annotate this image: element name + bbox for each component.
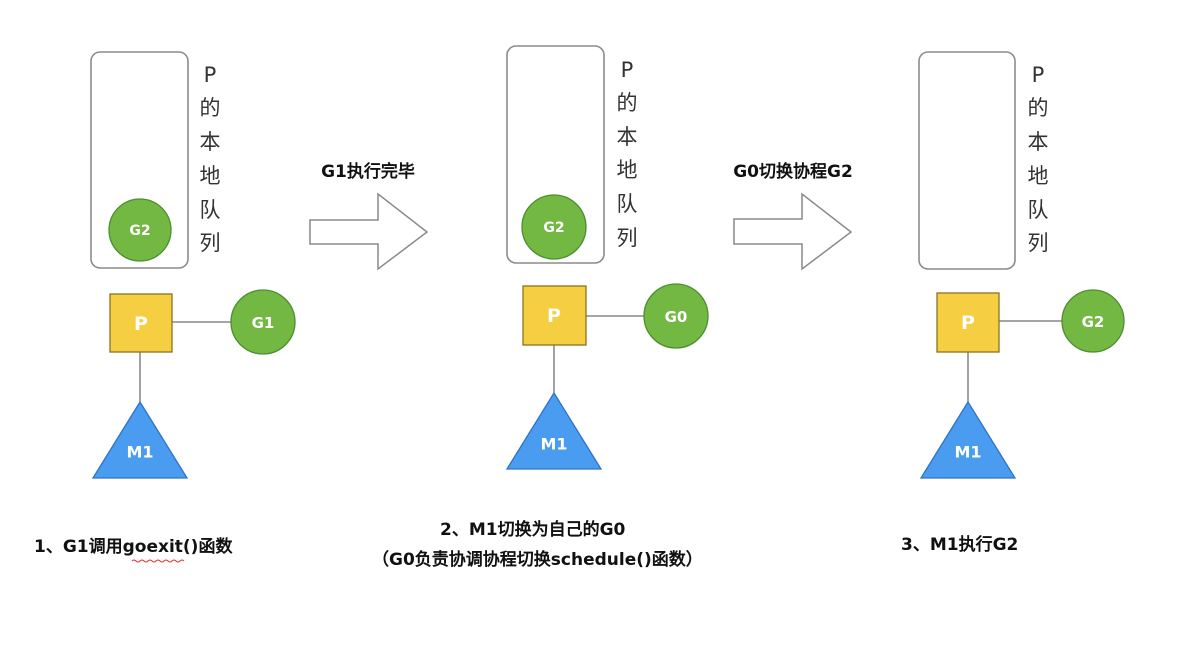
queue-label-char: P [621, 58, 634, 82]
queue-label-char: 地 [1028, 164, 1049, 188]
queue-label-char: 的 [617, 91, 638, 115]
queue-label-char: 列 [617, 226, 638, 250]
step-caption: 1、G1调用goexit()函数 [34, 536, 233, 557]
right-arrow-icon [733, 192, 853, 271]
running-goroutine-circle [230, 289, 296, 355]
local-queue-label: P 的 本 地 队 列 [200, 63, 221, 255]
machine-triangle [91, 400, 189, 479]
queue-label-char: 的 [1028, 96, 1049, 120]
processor-label: P [961, 312, 975, 334]
panel-3: P 的 本 地 队 列 P G2 M1 3、M1执行G2 [901, 51, 1125, 555]
running-goroutine-label: G1 [252, 314, 275, 332]
running-goroutine-circle [643, 283, 709, 349]
panel-2: P 的 本 地 队 列 G2 P G0 M1 2、M1切换为自己的G0 （G0负… [372, 45, 709, 570]
machine-triangle [505, 391, 603, 470]
transition-arrow-2: G0切换协程G2 [733, 161, 853, 271]
queue-label-char: 列 [200, 231, 221, 255]
queue-label-char: 队 [617, 192, 638, 216]
machine-label: M1 [540, 435, 567, 454]
queue-label-char: 本 [1028, 130, 1049, 154]
panel-1: P 的 本 地 队 列 G2 P G1 M1 1、G1调用goexit()函数 [34, 51, 296, 563]
queued-goroutine-label: G2 [543, 220, 564, 236]
machine-triangle [919, 400, 1017, 479]
machine-label: M1 [954, 443, 981, 462]
queue-label-char: 队 [200, 198, 221, 222]
queue-label-char: 本 [200, 130, 221, 154]
processor-label: P [134, 313, 148, 335]
processor-label: P [547, 305, 561, 327]
queue-label-char: 列 [1028, 231, 1049, 255]
queue-label-char: 的 [200, 96, 221, 120]
running-goroutine-circle [1061, 289, 1125, 353]
spellcheck-underline [131, 559, 185, 563]
queue-label-char: 地 [617, 158, 638, 182]
queue-label-char: 队 [1028, 198, 1049, 222]
queued-goroutine-circle [108, 198, 172, 262]
processor-square [522, 285, 587, 346]
running-goroutine-label: G0 [665, 308, 688, 326]
transition-label: G0切换协程G2 [733, 161, 853, 182]
running-goroutine-label: G2 [1082, 313, 1105, 331]
queued-goroutine-label: G2 [129, 223, 150, 239]
step-caption: 2、M1切换为自己的G0 [440, 519, 626, 540]
local-queue-label: P 的 本 地 队 列 [1028, 63, 1049, 255]
processor-square [109, 293, 173, 353]
processor-square [936, 292, 1000, 353]
transition-label: G1执行完毕 [321, 161, 415, 182]
transition-arrow-1: G1执行完毕 [309, 161, 429, 271]
queue-label-char: P [204, 63, 217, 87]
queue-label-char: 地 [200, 164, 221, 188]
local-queue-box [918, 51, 1016, 270]
queued-goroutine-circle [521, 194, 587, 260]
right-arrow-icon [309, 192, 429, 271]
step-caption: 3、M1执行G2 [901, 534, 1018, 555]
machine-label: M1 [126, 443, 153, 462]
queue-label-char: P [1032, 63, 1045, 87]
queue-label-char: 本 [617, 125, 638, 149]
local-queue-label: P 的 本 地 队 列 [617, 58, 638, 250]
step-caption: （G0负责协调协程切换schedule()函数） [372, 549, 703, 570]
